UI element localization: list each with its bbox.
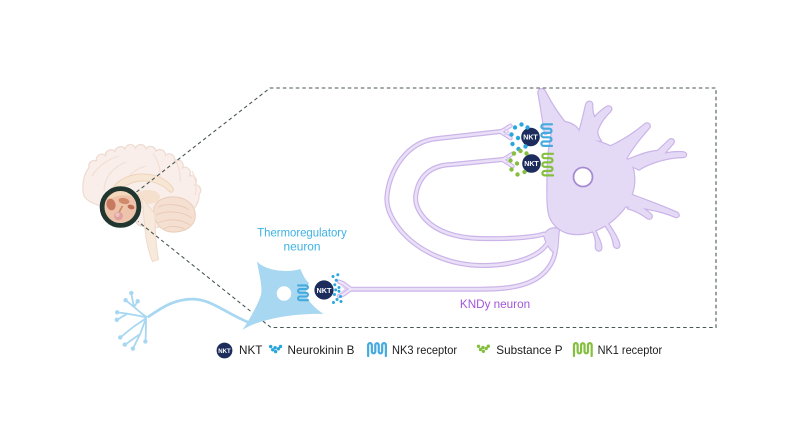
- svg-text:Thermoregulatory: Thermoregulatory: [257, 226, 347, 240]
- svg-text:NKT: NKT: [218, 348, 231, 355]
- svg-text:NKT: NKT: [317, 286, 332, 295]
- svg-text:Substance P: Substance P: [496, 344, 562, 357]
- svg-text:neuron: neuron: [284, 240, 321, 254]
- svg-text:NK3 receptor: NK3 receptor: [392, 344, 457, 357]
- svg-text:KNDy neuron: KNDy neuron: [460, 298, 530, 311]
- svg-text:Neurokinin B: Neurokinin B: [288, 344, 355, 357]
- svg-text:NK1 receptor: NK1 receptor: [598, 344, 663, 357]
- svg-text:NKT: NKT: [239, 344, 262, 357]
- svg-text:NKT: NKT: [523, 133, 538, 142]
- svg-text:NKT: NKT: [524, 159, 539, 168]
